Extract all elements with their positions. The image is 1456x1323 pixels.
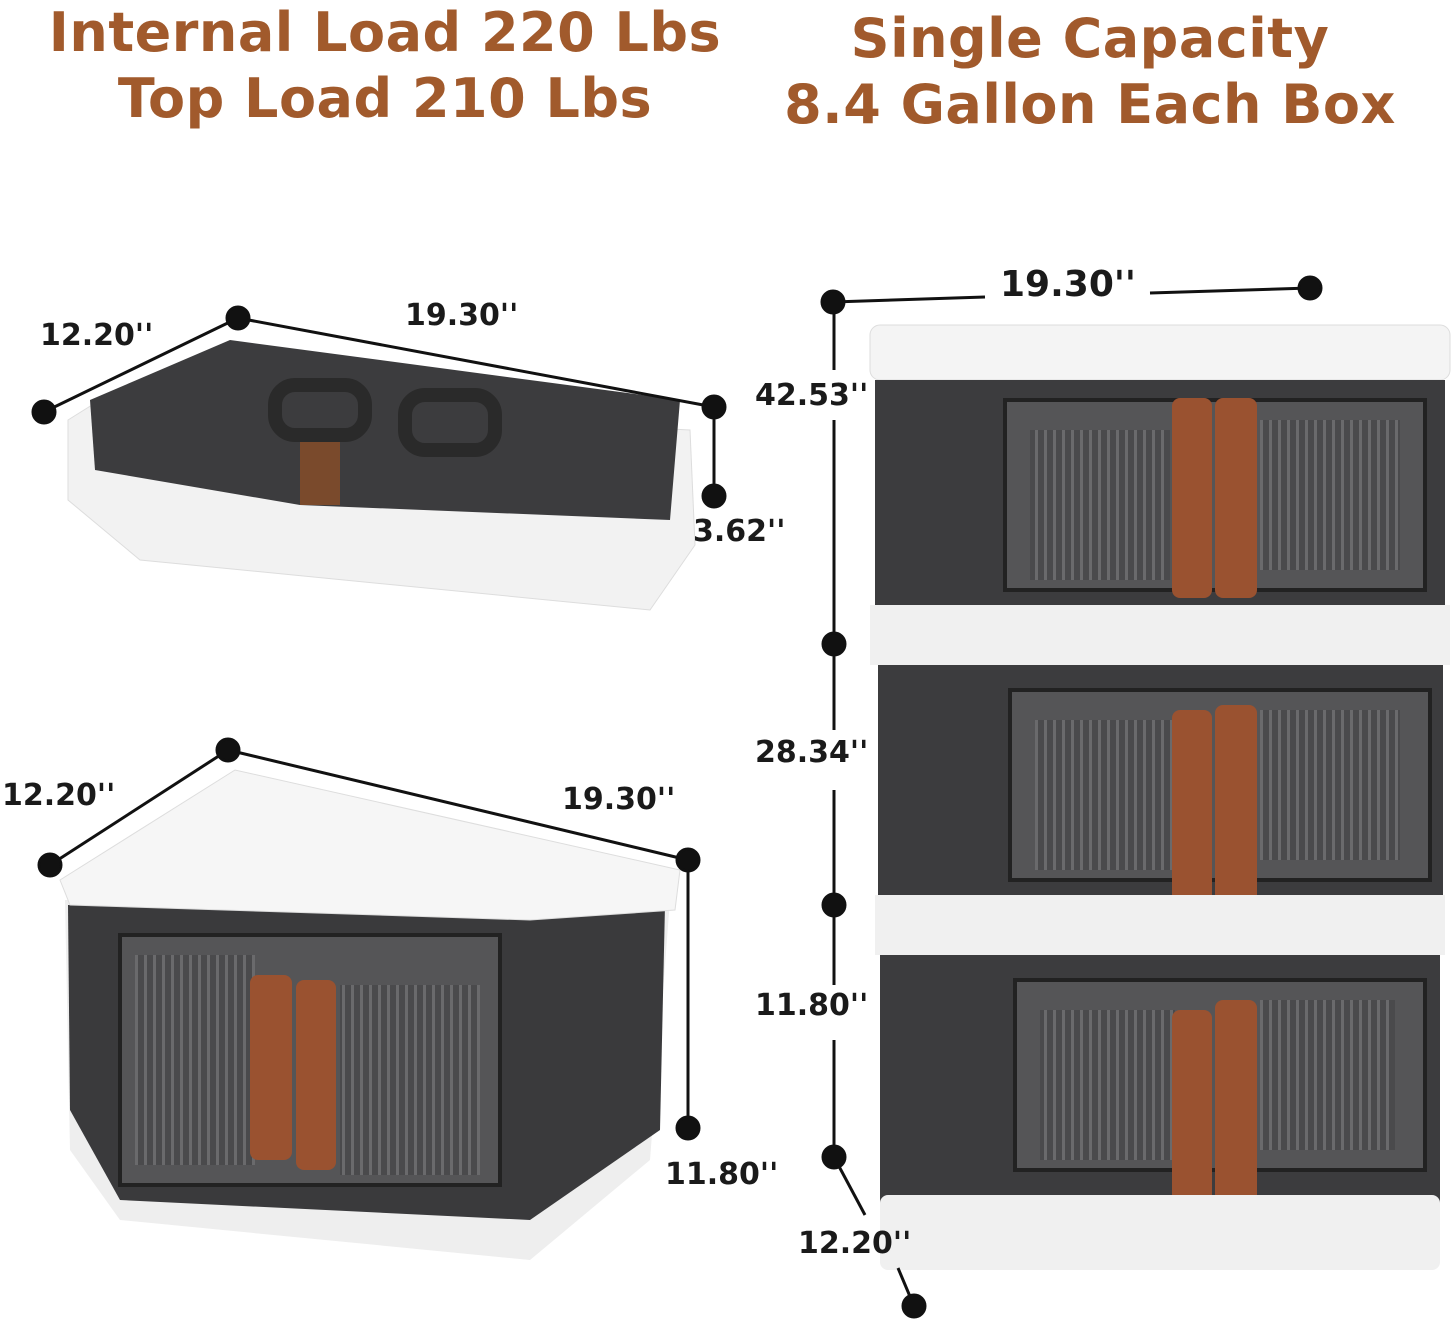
headline-capacity: Single Capacity 8.4 Gallon Each Box [770, 6, 1410, 138]
stacked-dimension-lines [820, 275, 1323, 1319]
stack-one-height-label: 11.80'' [755, 988, 869, 1023]
single-box-image [59, 769, 681, 1260]
stack-depth-label: 12.20'' [798, 1226, 912, 1261]
single-height-label: 11.80'' [665, 1157, 779, 1192]
headline-internal-load: Internal Load 220 Lbs [48, 1, 722, 64]
single-dimension-lines [37, 737, 701, 1141]
stack-two-height-label: 28.34'' [755, 735, 869, 770]
headline-load: Internal Load 220 Lbs Top Load 210 Lbs [20, 0, 750, 132]
folded-width-label: 19.30'' [405, 298, 519, 333]
headline-single-capacity: Single Capacity [850, 7, 1330, 70]
headline-gallon: 8.4 Gallon Each Box [784, 73, 1396, 136]
single-width-label: 19.30'' [562, 782, 676, 817]
folded-height-label: 3.62'' [693, 514, 786, 549]
stack-box-middle [875, 665, 1445, 955]
single-depth-label: 12.20'' [2, 778, 116, 813]
stack-box-bottom [880, 955, 1440, 1270]
headline-top-load: Top Load 210 Lbs [117, 67, 653, 130]
stacked-boxes-image [869, 324, 1451, 1270]
stack-width-label: 19.30'' [1000, 264, 1136, 305]
stack-box-top [869, 324, 1451, 665]
folded-depth-label: 12.20'' [40, 318, 154, 353]
folded-dimension-lines [31, 305, 727, 509]
stack-total-height-label: 42.53'' [755, 378, 869, 413]
folded-box-image [67, 340, 696, 611]
